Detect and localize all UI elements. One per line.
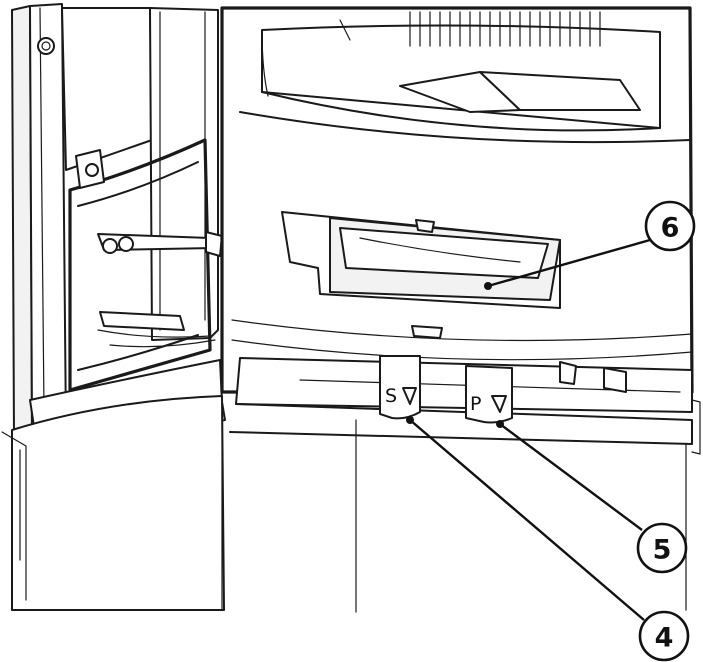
leader-6-dot [484, 282, 492, 290]
stove-body [220, 6, 694, 394]
handle-screw-icon [102, 238, 118, 254]
door-lower-panel [1, 395, 225, 611]
base-pedestal [221, 399, 701, 613]
s-tab-label: S [385, 385, 397, 407]
p-damper-tab: P [465, 365, 513, 424]
leader-5-dot [496, 420, 504, 428]
callout-4-label: 4 [655, 623, 674, 654]
leader-4-dot [406, 416, 414, 424]
open-door [11, 3, 226, 461]
leader-5 [499, 423, 643, 531]
door-screw-icon [37, 37, 55, 55]
base-tray [229, 357, 693, 445]
callout-6-label: 6 [661, 213, 680, 244]
p-tab-label: P [470, 393, 481, 415]
callout-5-label: 5 [653, 535, 672, 566]
callout-5: 5 [636, 522, 688, 574]
callout-6: 6 [644, 200, 696, 252]
leader-4 [409, 419, 645, 621]
s-damper-tab: S [379, 355, 421, 420]
leader-6 [487, 238, 651, 288]
s-arrow-icon [402, 387, 417, 405]
callout-4: 4 [638, 610, 690, 662]
bracket-screw-icon [85, 163, 99, 177]
p-arrow-icon [491, 395, 507, 413]
